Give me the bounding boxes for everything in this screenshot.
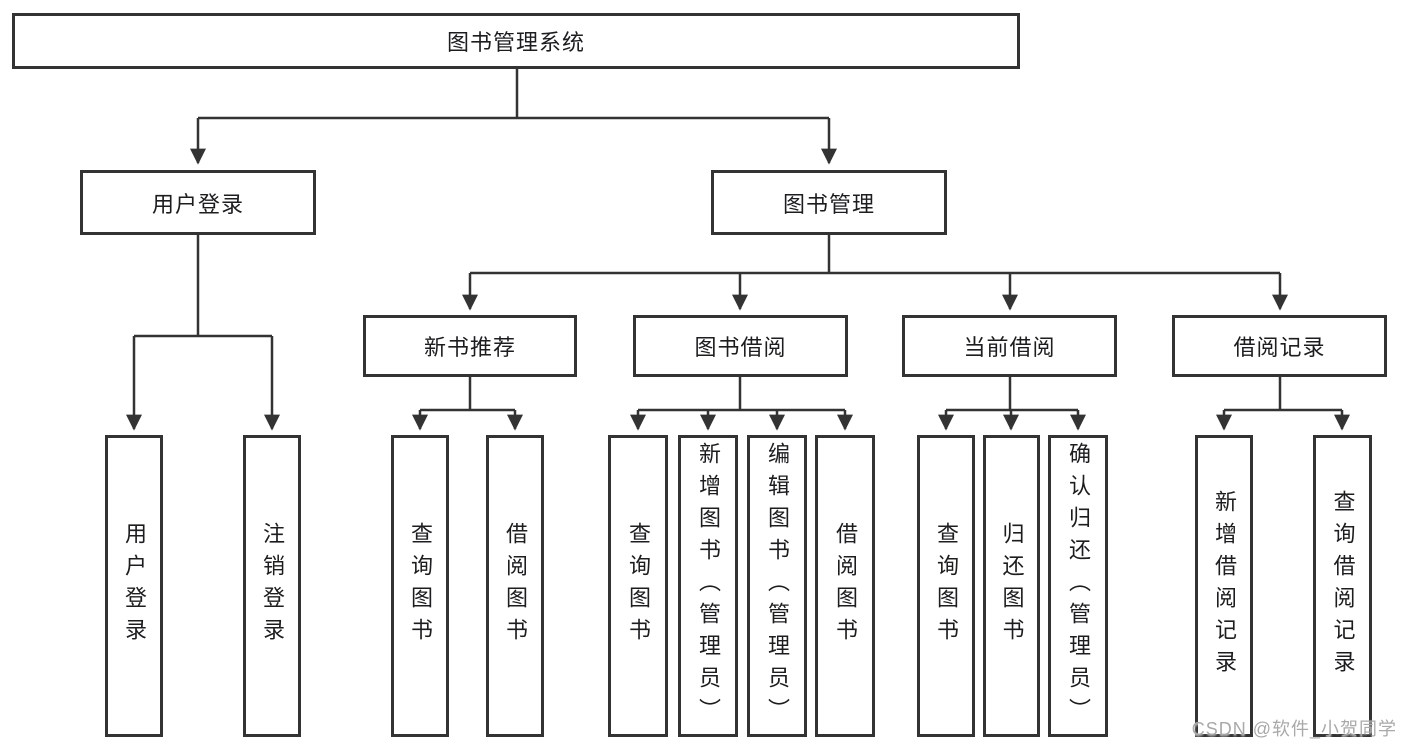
node-current-borrowing: 当前借阅 [902,315,1117,377]
node-borrowing-records: 借阅记录 [1172,315,1387,377]
node-book-management: 图书管理 [711,170,947,235]
leaf-confirm-return-admin: 确认归还（管理员） [1048,435,1108,737]
leaf-return-books: 归还图书 [983,435,1040,737]
leaf-borrow-books-recommend: 借阅图书 [486,435,544,737]
leaf-add-books-admin: 新增图书（管理员） [678,435,738,737]
csdn-watermark: CSDN @软件_小贺同学 [1191,719,1397,739]
leaf-user-login: 用户登录 [105,435,163,737]
node-new-book-recommend: 新书推荐 [363,315,577,377]
leaf-query-books-current: 查询图书 [917,435,975,737]
node-root-system: 图书管理系统 [12,13,1020,69]
leaf-add-borrow-record: 新增借阅记录 [1195,435,1253,737]
leaf-query-borrow-record: 查询借阅记录 [1313,435,1372,737]
leaf-edit-books-admin: 编辑图书（管理员） [747,435,807,737]
node-book-borrowing: 图书借阅 [633,315,848,377]
node-user-login: 用户登录 [80,170,316,235]
leaf-borrow-books-borrowing: 借阅图书 [815,435,875,737]
leaf-query-books-borrowing: 查询图书 [608,435,668,737]
leaf-query-books-recommend: 查询图书 [391,435,449,737]
leaf-logout-login: 注销登录 [243,435,301,737]
